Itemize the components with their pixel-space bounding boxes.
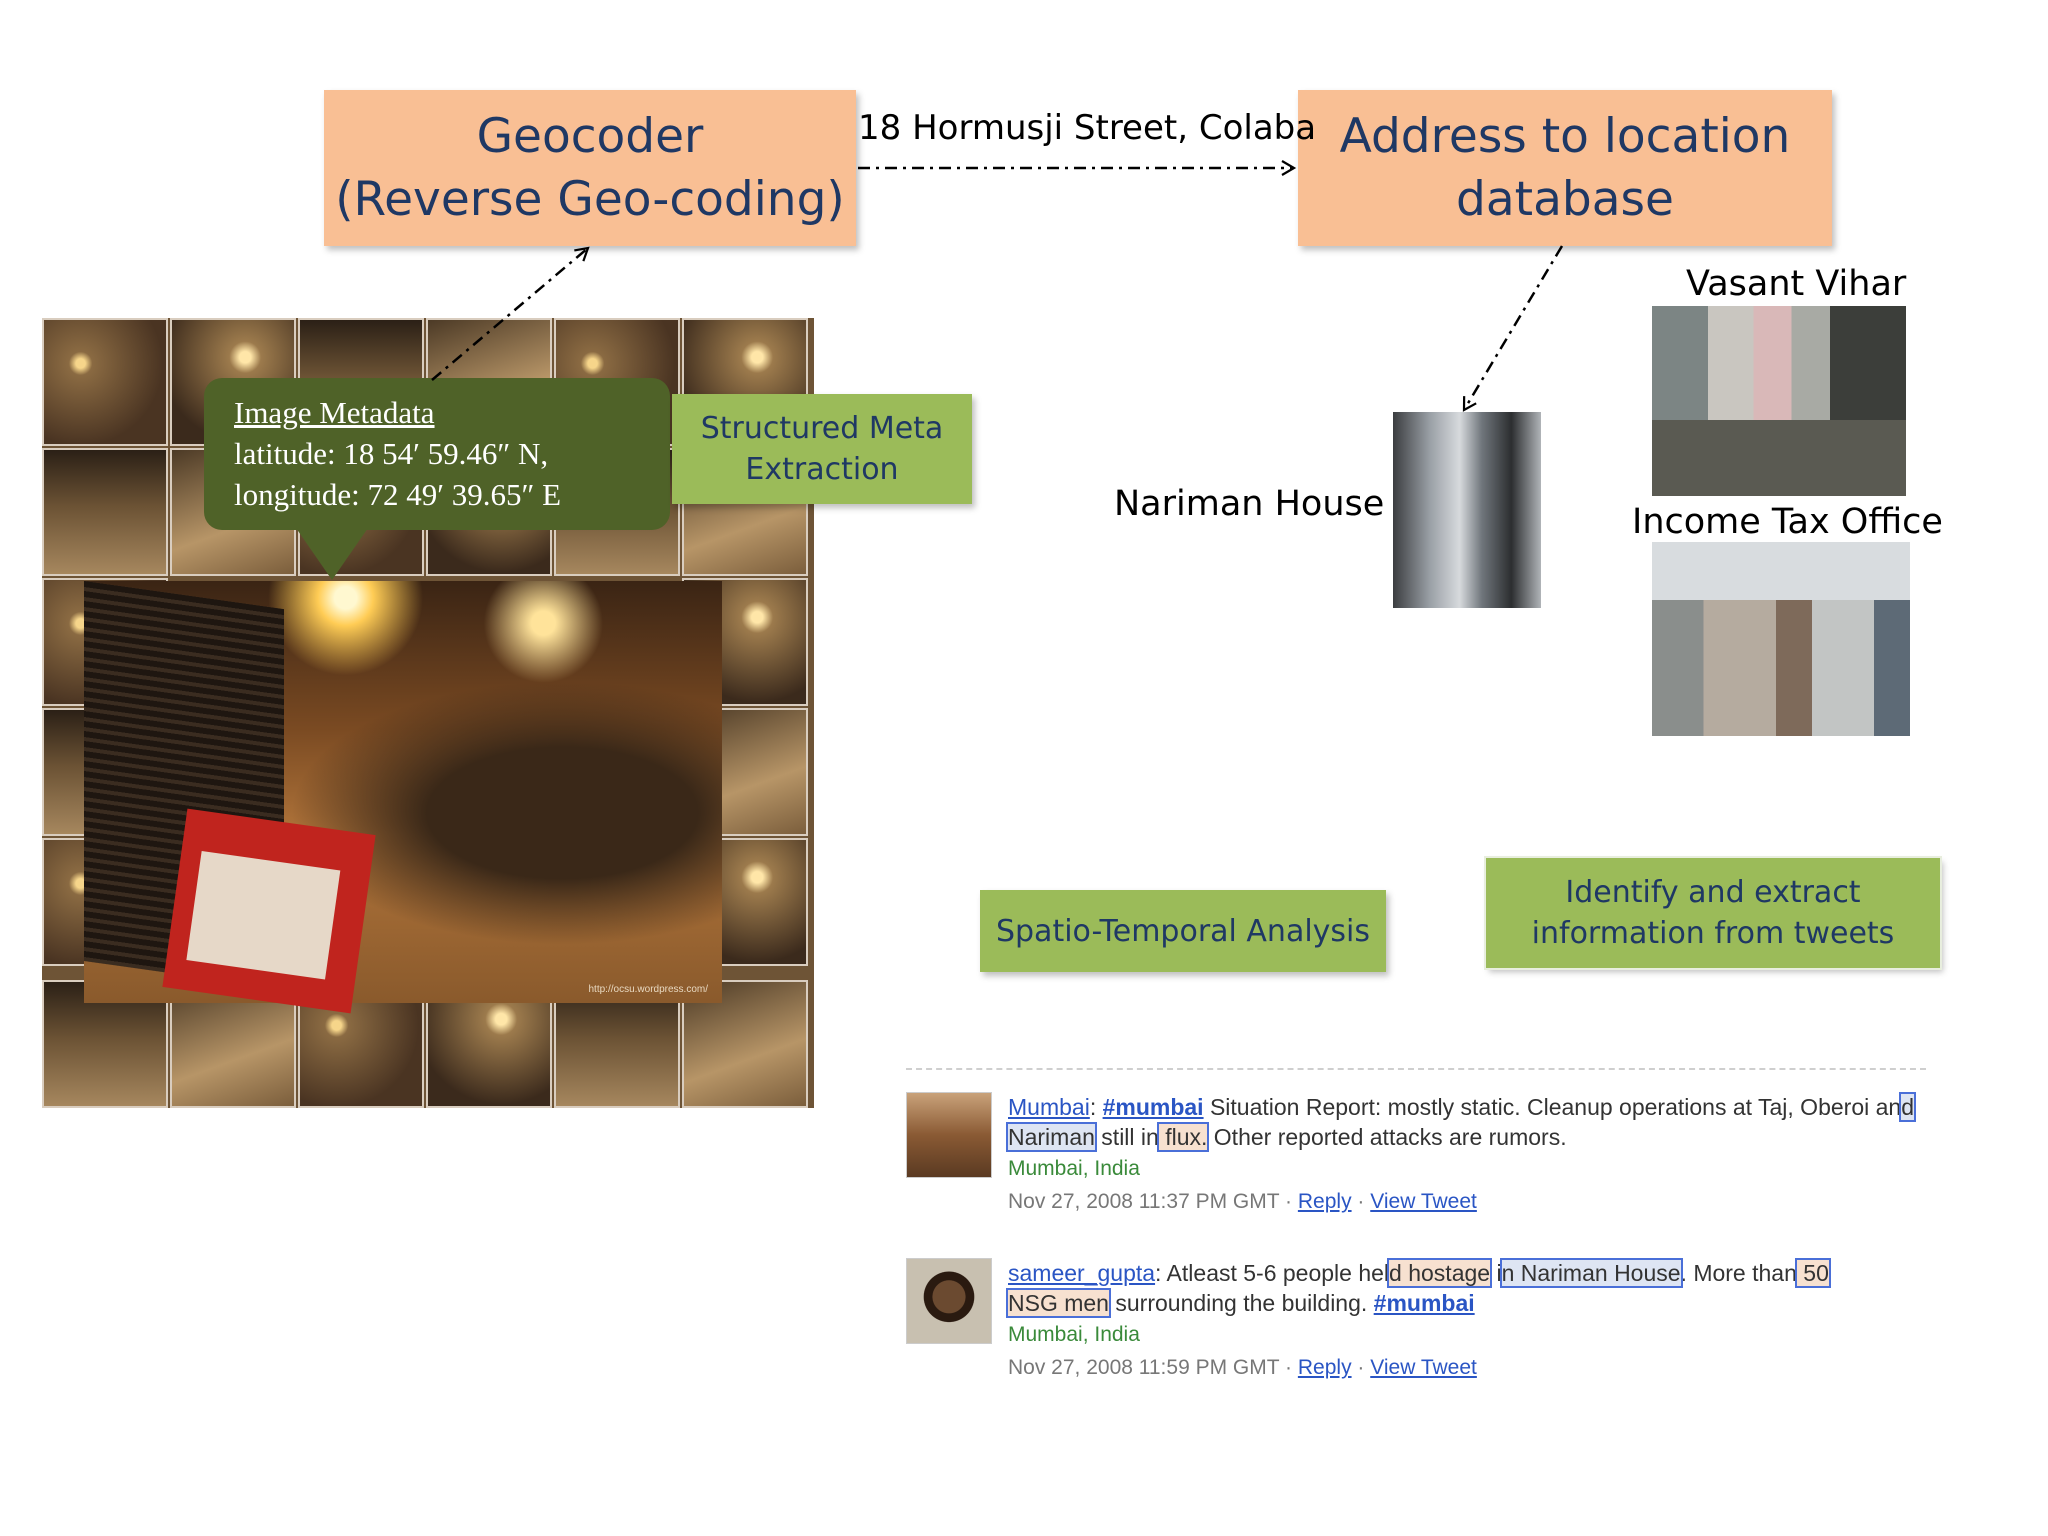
photo-watermark: http://ocsu.wordpress.com/ bbox=[588, 984, 709, 995]
metadata-longitude: longitude: 72 49′ 39.65″ E bbox=[234, 477, 562, 512]
label-nariman-house: Nariman House bbox=[1114, 484, 1385, 524]
tweet-user-link[interactable]: Mumbai bbox=[1008, 1094, 1090, 1120]
tweet-body: Mumbai: #mumbai Situation Report: mostly… bbox=[1006, 1092, 1933, 1218]
spatio-temporal-analysis-box: Spatio-Temporal Analysis bbox=[980, 890, 1386, 972]
tweet-text: Other reported attacks are rumors. bbox=[1207, 1124, 1567, 1150]
tweet-text: Situation Report: mostly static. Cleanup… bbox=[1209, 1094, 1902, 1120]
reply-link[interactable]: Reply bbox=[1297, 1190, 1352, 1213]
highlight-50: 50 bbox=[1794, 1258, 1831, 1288]
tweets-divider bbox=[906, 1068, 1926, 1070]
collage-tile bbox=[42, 448, 168, 576]
income-tax-office-photo bbox=[1652, 542, 1910, 736]
nariman-house-photo bbox=[1393, 412, 1541, 608]
tweet-location: Mumbai, India bbox=[1008, 1157, 1140, 1180]
tweet-location: Mumbai, India bbox=[1008, 1323, 1140, 1346]
tweet-text: i bbox=[1490, 1260, 1502, 1286]
main-street-photo: http://ocsu.wordpress.com/ bbox=[84, 581, 722, 1014]
geocoder-box: Geocoder (Reverse Geo-coding) bbox=[324, 90, 856, 246]
tweet-text: still in bbox=[1094, 1124, 1159, 1150]
highlight-flux: flux. bbox=[1156, 1122, 1210, 1152]
tweet-text: surrounding the building. bbox=[1108, 1290, 1374, 1316]
callout-pointer bbox=[296, 528, 368, 580]
avatar[interactable] bbox=[906, 1092, 992, 1178]
identify-extract-box: Identify and extract information from tw… bbox=[1484, 856, 1942, 970]
view-tweet-link[interactable]: View Tweet bbox=[1370, 1356, 1477, 1379]
hashtag-link[interactable]: #mumbai bbox=[1373, 1290, 1475, 1316]
address-database-box: Address to location database bbox=[1298, 90, 1832, 246]
collage-tile bbox=[42, 318, 168, 446]
hashtag-link[interactable]: #mumbai bbox=[1102, 1094, 1204, 1120]
tweet-body: sameer_gupta: Atleast 5-6 people held ho… bbox=[1006, 1258, 1933, 1384]
view-tweet-link[interactable]: View Tweet bbox=[1370, 1190, 1477, 1213]
highlight-nsg-men: NSG men bbox=[1006, 1288, 1111, 1318]
label-income-tax-office: Income Tax Office bbox=[1632, 502, 1943, 542]
avatar[interactable] bbox=[906, 1258, 992, 1344]
highlight-hostage: d hostage bbox=[1387, 1258, 1493, 1288]
reply-link[interactable]: Reply bbox=[1297, 1356, 1352, 1379]
tweet-text: . More than bbox=[1680, 1260, 1797, 1286]
tweet-meta: Nov 27, 2008 11:59 PM GMT · Reply · View… bbox=[1008, 1356, 1477, 1379]
vasant-vihar-photo bbox=[1652, 306, 1906, 496]
tweet-meta: Nov 27, 2008 11:37 PM GMT · Reply · View… bbox=[1008, 1190, 1477, 1213]
metadata-latitude: latitude: 18 54′ 59.46″ N, bbox=[234, 436, 549, 471]
arrow-database-to-nariman bbox=[1462, 245, 1564, 412]
image-metadata-callout: Image Metadata latitude: 18 54′ 59.46″ N… bbox=[204, 378, 670, 530]
tweet-user-link[interactable]: sameer_gupta bbox=[1008, 1260, 1156, 1286]
highlight-nariman-house: n Nariman House bbox=[1499, 1258, 1683, 1288]
tweet-timestamp: Nov 27, 2008 11:59 PM GMT bbox=[1008, 1356, 1280, 1379]
label-vasant-vihar: Vasant Vihar bbox=[1686, 264, 1907, 304]
structured-meta-extraction-box: Structured Meta Extraction bbox=[672, 394, 972, 504]
arrow-collage-to-geocoder bbox=[431, 246, 590, 381]
tweet-text: : Atleast 5-6 people hel bbox=[1155, 1260, 1390, 1286]
edge-label-address: 18 Hormusji Street, Colaba bbox=[858, 108, 1317, 148]
tweet-timestamp: Nov 27, 2008 11:37 PM GMT bbox=[1008, 1190, 1280, 1213]
metadata-title: Image Metadata bbox=[234, 395, 435, 430]
